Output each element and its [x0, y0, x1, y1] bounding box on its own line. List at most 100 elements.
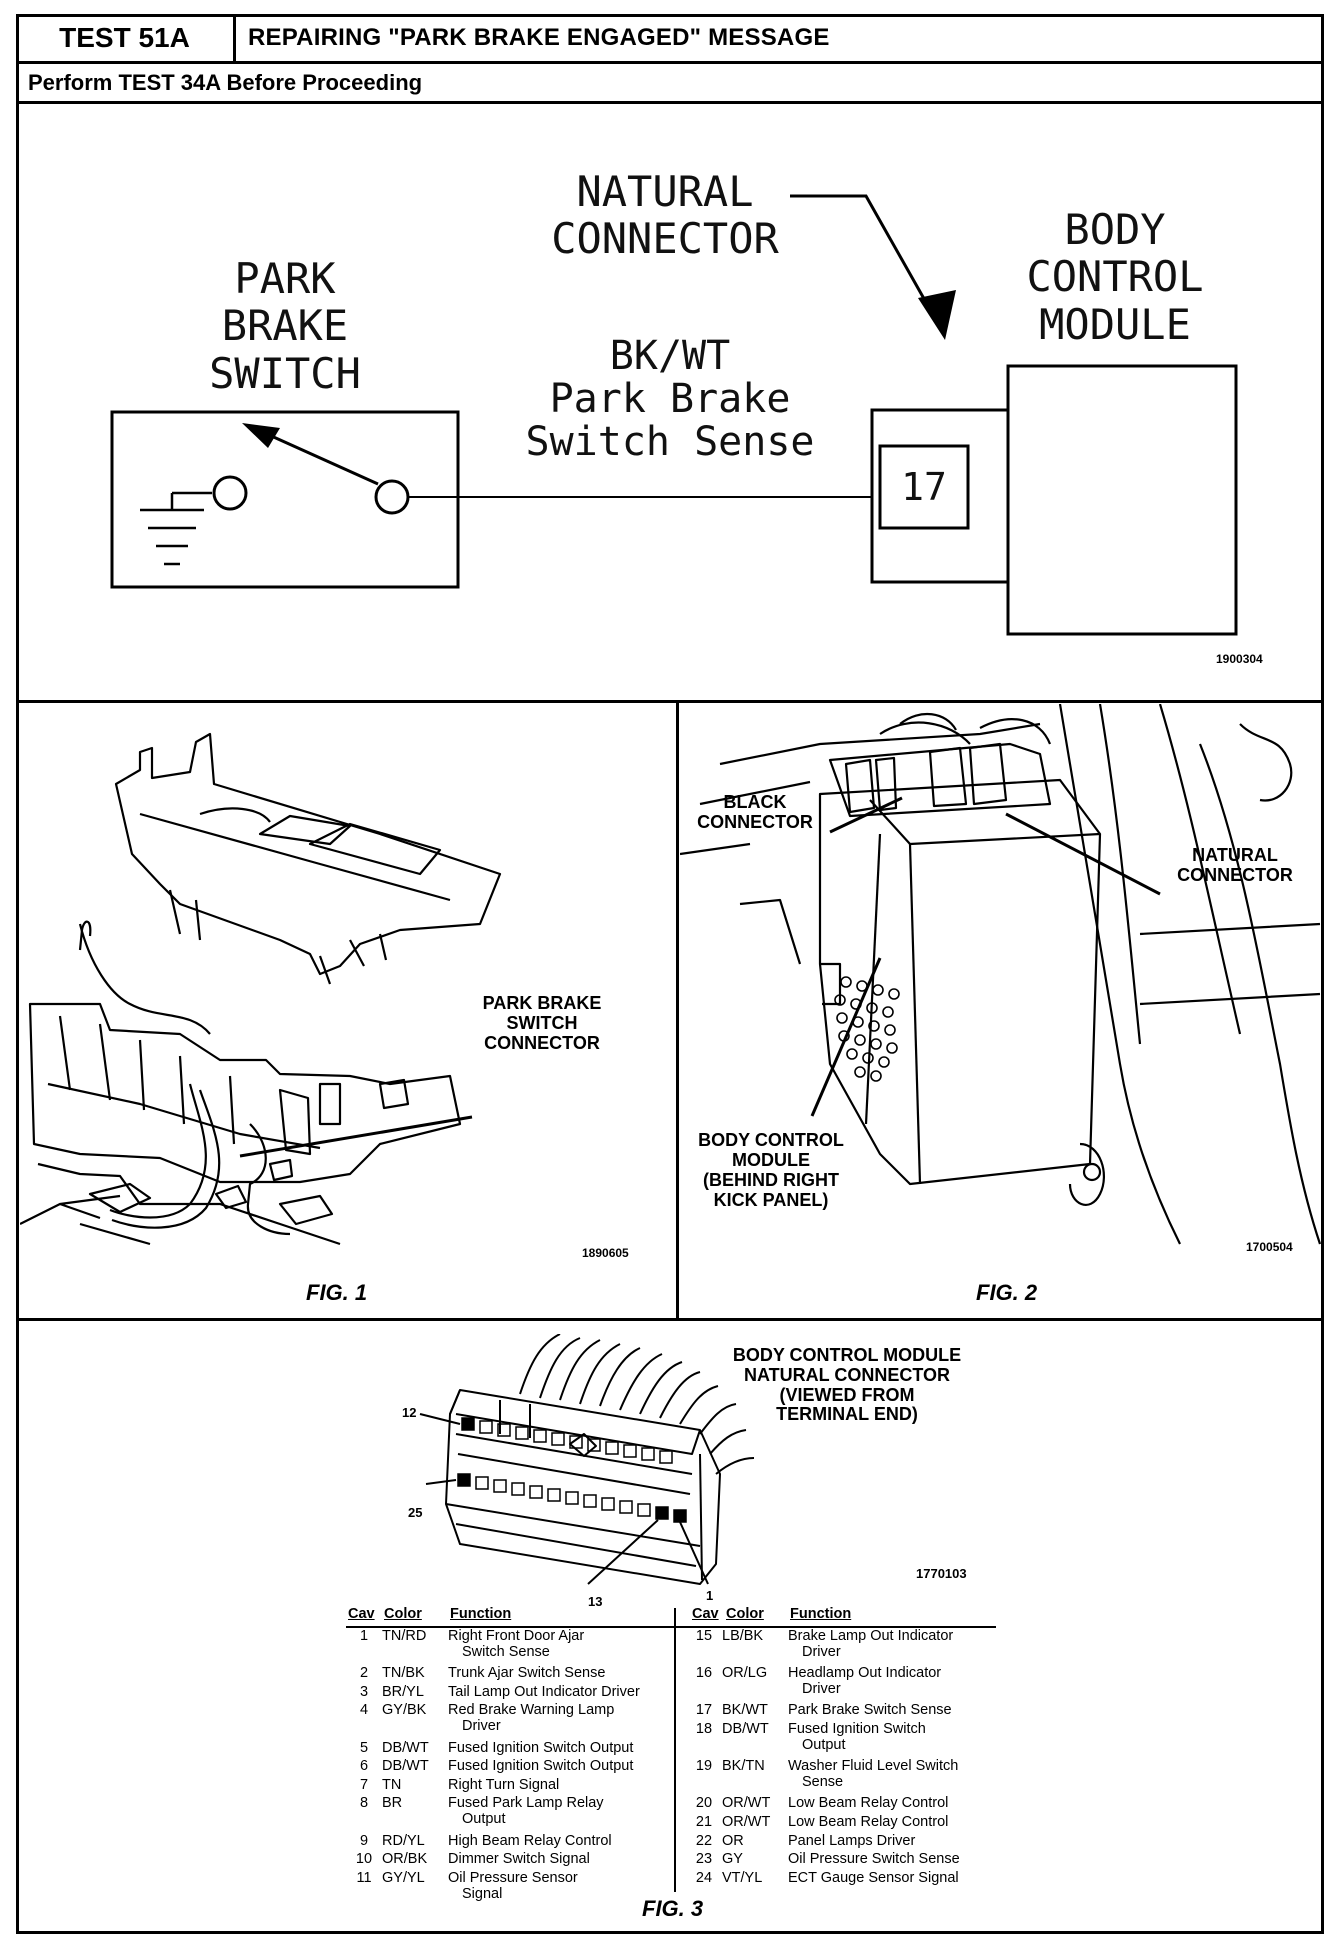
switch-contact-signal: [374, 479, 410, 515]
pin-wire-color: BR: [382, 1795, 403, 1812]
pin-cavity: 17: [695, 1702, 713, 1719]
pin-table-header-cav: Cav: [348, 1606, 375, 1622]
pin-wire-color: TN/BK: [382, 1665, 425, 1682]
fig2-caption: FIG. 2: [976, 1280, 1038, 1305]
pin-wire-color: GY/YL: [382, 1869, 425, 1886]
pin-cavity: 10: [355, 1851, 373, 1868]
pin-table-header-color: Color: [384, 1606, 422, 1622]
pin-function: Low Beam Relay Control: [788, 1814, 949, 1830]
pin-function-cont: Output: [802, 1737, 846, 1753]
fig2-bcm-callout-line: [810, 957, 882, 1117]
pin-cavity: 19: [695, 1758, 713, 1775]
fig2-black-connector-callout-line: [829, 796, 903, 834]
bcm-vent-holes: [834, 976, 900, 1082]
pin-cavity: 21: [695, 1814, 713, 1830]
pin-cavity: 4: [359, 1702, 369, 1719]
pin-cavity: 7: [359, 1776, 369, 1793]
pin-function: Washer Fluid Level Switch: [788, 1758, 959, 1775]
pin-function: Low Beam Relay Control: [788, 1795, 949, 1812]
pin-table-column-divider: [674, 1608, 676, 1892]
fig3-cav1-label: 1: [706, 1588, 714, 1603]
pin-wire-color: BR/YL: [382, 1683, 424, 1700]
fig2-black-connector-label: BLACK CONNECTOR: [697, 792, 813, 833]
pin-function-cont: Driver: [462, 1718, 501, 1735]
pin-function: High Beam Relay Control: [448, 1832, 612, 1849]
pin-wire-color: TN/RD: [382, 1628, 427, 1644]
pin-cavity: 22: [695, 1832, 713, 1849]
fig3-cav25-label: 25: [408, 1505, 423, 1520]
pin-wire-color: BK/TN: [722, 1758, 765, 1775]
pin-17-box: [878, 444, 970, 530]
fig2-figure-number: 1700504: [1246, 1240, 1293, 1254]
pin-cavity: 23: [695, 1851, 713, 1868]
fig3-figure-number: 1770103: [916, 1566, 967, 1581]
subtitle-row: Perform TEST 34A Before Proceeding: [16, 64, 1324, 104]
pin-wire-color: OR/LG: [722, 1665, 768, 1682]
pin-function: Tail Lamp Out Indicator Driver: [448, 1683, 640, 1700]
pin-wire-color: VT/YL: [722, 1869, 763, 1886]
pin-cavity: 3: [359, 1683, 369, 1700]
bcm-label: BODY CONTROL MODULE: [1026, 205, 1204, 349]
pin-wire-color: LB/BK: [722, 1628, 764, 1644]
natural-connector-label: NATURAL CONNECTOR: [551, 167, 779, 264]
pin-wire-color: GY/BK: [382, 1702, 427, 1719]
pin-cavity: 5: [359, 1739, 369, 1756]
fig3-cav13-leader: [587, 1519, 659, 1585]
pin-function: Panel Lamps Driver: [788, 1832, 916, 1849]
pin-wire-color: BK/WT: [722, 1702, 768, 1719]
pin-cavity: 11: [356, 1869, 372, 1886]
pin-wire-color: OR/WT: [722, 1795, 771, 1812]
pin-cavity: 15: [695, 1628, 713, 1644]
pin-wire-color: OR/BK: [382, 1851, 428, 1868]
wire-name: Park Brake: [549, 376, 791, 423]
switch-arm-arrow-icon: [242, 423, 280, 448]
schematic-figure-number: 1900304: [1216, 652, 1263, 666]
pin-function: Brake Lamp Out Indicator: [788, 1628, 954, 1644]
fig1-caption: FIG. 1: [306, 1280, 368, 1305]
fig1-console-illustration: [20, 732, 502, 1246]
fig3-cav12-label: 12: [402, 1405, 417, 1420]
fig3-title: BODY CONTROL MODULE NATURAL CONNECTOR (V…: [732, 1345, 962, 1425]
pin-wire-color: OR: [722, 1832, 744, 1849]
header-row: TEST 51A REPAIRING "PARK BRAKE ENGAGED" …: [16, 14, 1324, 64]
pin-number: 17: [901, 465, 947, 509]
divider-fig1-fig2: [676, 700, 679, 1320]
table-row: 10 OR/BK Dimmer Switch Signal: [346, 1851, 662, 1867]
pin-table-header-function: Function: [450, 1606, 512, 1622]
pin-function-cont: Output: [462, 1811, 506, 1828]
pin-function: Oil Pressure Switch Sense: [788, 1851, 960, 1868]
divider-figures: [16, 1318, 1324, 1321]
pin-function: Red Brake Warning Lamp: [448, 1702, 615, 1719]
pin-cavity: 8: [359, 1795, 369, 1812]
pin-cavity: 2: [359, 1665, 369, 1682]
pin-function-cont: Driver: [802, 1644, 841, 1660]
table-row: 9 RD/YL High Beam Relay Control: [346, 1833, 662, 1849]
pin-cavity: 24: [695, 1869, 713, 1886]
pin-cavity: 9: [359, 1832, 369, 1849]
fig1-callout: PARK BRAKE SWITCH CONNECTOR: [482, 993, 602, 1054]
fig3-cav13-label: 13: [588, 1594, 603, 1609]
switch-label: PARK BRAKE SWITCH: [209, 254, 361, 398]
pin-function: Fused Ignition Switch Output: [448, 1758, 634, 1775]
fig3-caption: FIG. 3: [642, 1896, 704, 1921]
pin-wire-color: OR/WT: [722, 1814, 771, 1830]
test-id: TEST 51A: [16, 14, 236, 61]
pin-wire-color: RD/YL: [382, 1832, 425, 1849]
pin-wire-color: DB/WT: [382, 1739, 429, 1756]
fig2-natural-connector-label: NATURAL CONNECTOR: [1177, 845, 1293, 886]
pin-cavity: 18: [695, 1721, 713, 1737]
pin-function: Dimmer Switch Signal: [448, 1851, 590, 1868]
pin-wire-color: DB/WT: [382, 1758, 429, 1775]
pin-function: ECT Gauge Sensor Signal: [788, 1869, 959, 1886]
pin-wire-color: TN: [382, 1776, 402, 1793]
table-row: 22 OR Panel Lamps Driver: [686, 1833, 1002, 1849]
